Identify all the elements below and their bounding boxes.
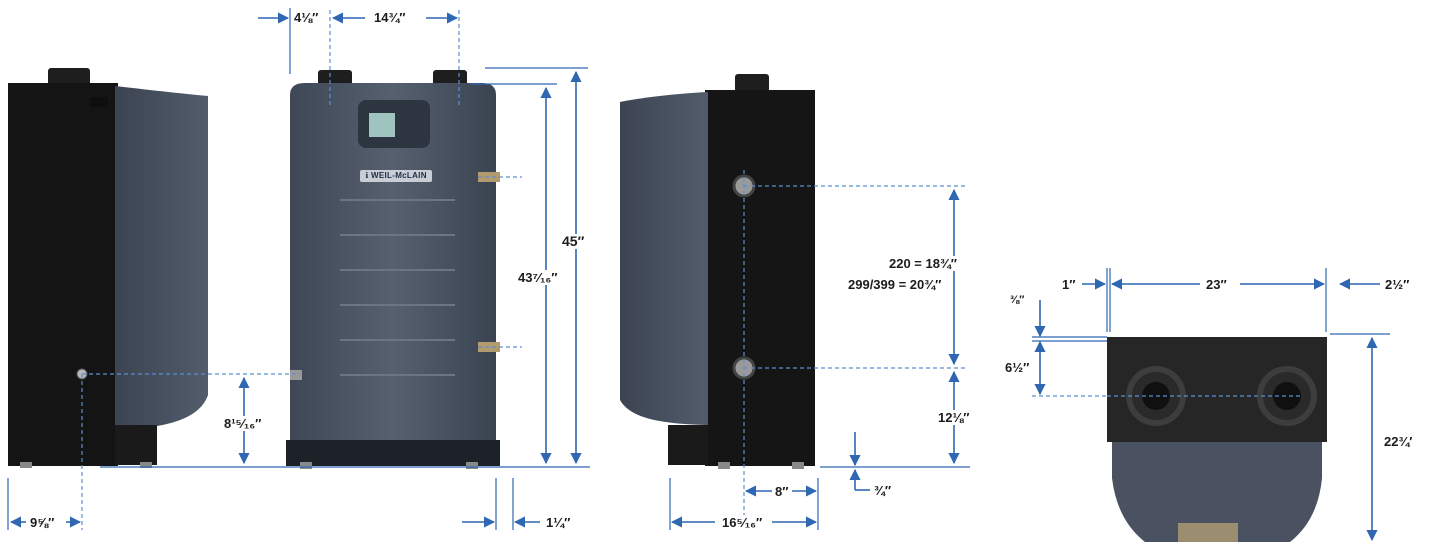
dim-base-clearance: ¾″ (872, 483, 894, 498)
dim-side-gas-depth: 9⅝″ (28, 515, 57, 530)
top-view-boiler (1107, 337, 1327, 542)
rear-cover (620, 92, 708, 425)
dim-lower-connection-height: 12⅛″ (936, 410, 972, 425)
dim-rear-depth: 16⁵⁄₁₆″ (720, 515, 765, 530)
brand-badge: ℹ WEIL-McLAIN (360, 170, 432, 182)
dim-pipe-offset: 4⅛″ (292, 10, 321, 25)
dim-connection-spacing-299-399: 299/399 = 20¾″ (846, 277, 944, 292)
dim-top-width: 23″ (1204, 277, 1229, 292)
dim-gas-height: 8¹⁵⁄₁₆″ (222, 416, 264, 431)
dim-total-height: 45″ (560, 233, 587, 249)
dim-top-pipe-offset: 6½″ (1003, 360, 1032, 375)
side-view-boiler (8, 68, 208, 468)
dim-pipe-spacing: 14¾″ (372, 10, 408, 25)
dim-top-depth: 22¾′ (1382, 434, 1415, 449)
rear-view-boiler (620, 74, 815, 469)
dim-front-right-offset: 1¼″ (544, 515, 573, 530)
dim-top-right-margin: 2½″ (1383, 277, 1412, 292)
extension-lines (7, 8, 1390, 530)
dim-connection-spacing-220: 220 = 18¾″ (887, 256, 960, 271)
dim-rear-pipe-offset: 8″ (773, 484, 791, 499)
rear-frame (705, 90, 815, 466)
reference-lines (81, 10, 1300, 530)
side-cover (115, 86, 208, 430)
dim-top-front-offset: ⅜″ (1008, 293, 1027, 308)
dim-top-left-margin: 1″ (1060, 277, 1078, 292)
dim-front-height: 43⁷⁄₁₆″ (516, 270, 560, 285)
side-frame (8, 83, 118, 466)
front-cabinet (290, 83, 496, 450)
control-display (368, 112, 396, 138)
